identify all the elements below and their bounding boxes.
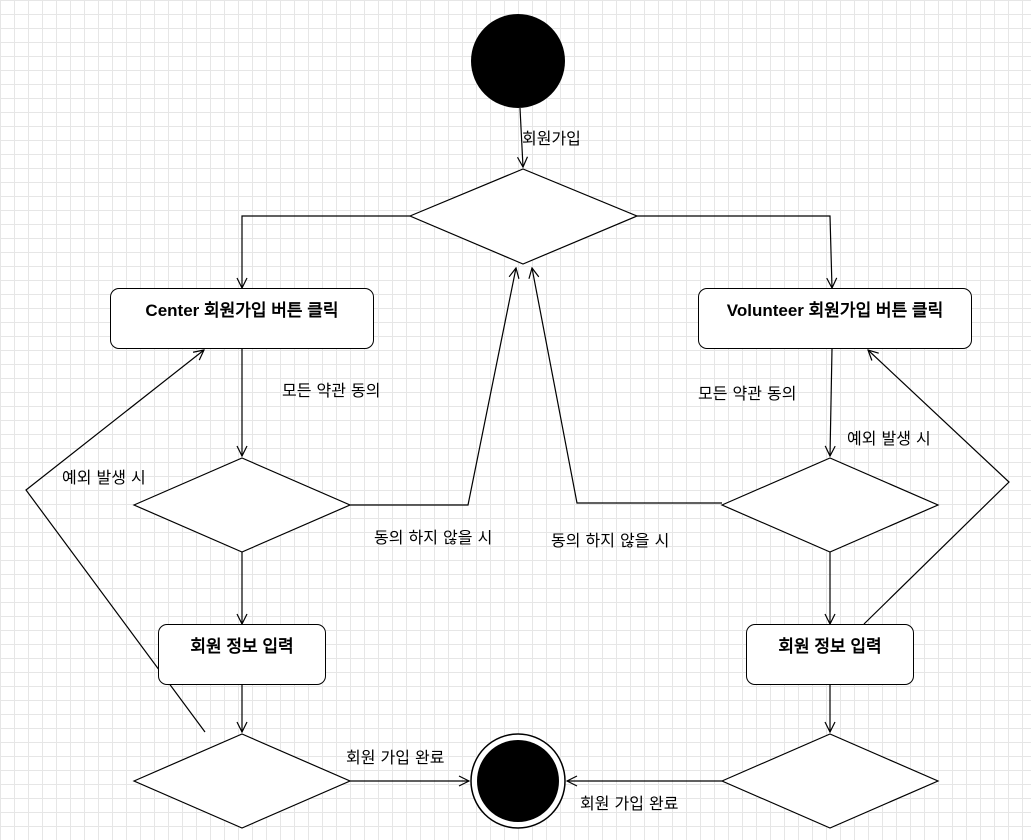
- label-center-exception: 예외 발생 시: [62, 468, 146, 487]
- label-center-disagree: 동의 하지 않을 시: [374, 528, 493, 547]
- decision-center-complete: [132, 733, 352, 829]
- action-volunteer-signup: Volunteer 회원가입 버튼 클릭: [698, 288, 972, 349]
- label-center-complete: 회원 가입 완료: [346, 748, 445, 767]
- decision-top: [408, 168, 639, 265]
- initial-node: [471, 14, 565, 108]
- label-volunteer-complete: 회원 가입 완료: [580, 794, 679, 813]
- label-volunteer-disagree: 동의 하지 않을 시: [551, 531, 670, 550]
- edge-signup: [520, 107, 523, 167]
- action-center-signup-label: Center 회원가입 버튼 클릭: [145, 301, 339, 320]
- action-center-info-label: 회원 정보 입력: [190, 637, 294, 656]
- decision-center-agree: [132, 457, 352, 553]
- action-volunteer-info: 회원 정보 입력: [746, 624, 914, 685]
- edge-to-volunteer: [637, 215, 832, 288]
- label-signup: 회원가입: [522, 129, 581, 148]
- edge-volunteer-disagree: [532, 268, 722, 504]
- edge-volunteer-agree: [830, 348, 832, 456]
- label-volunteer-agree: 모든 약관 동의: [698, 384, 797, 403]
- action-center-info: 회원 정보 입력: [158, 624, 326, 685]
- decision-volunteer-complete: [720, 733, 940, 829]
- action-volunteer-info-label: 회원 정보 입력: [778, 637, 882, 656]
- edge-to-center: [242, 215, 410, 288]
- final-node-inner: [477, 740, 559, 822]
- action-volunteer-signup-label: Volunteer 회원가입 버튼 클릭: [726, 301, 944, 320]
- edge-volunteer-exception: [863, 350, 1010, 625]
- edge-center-disagree: [350, 268, 516, 506]
- decision-volunteer-agree: [720, 457, 940, 553]
- label-volunteer-exception: 예외 발생 시: [847, 429, 931, 448]
- label-center-agree: 모든 약관 동의: [282, 381, 381, 400]
- action-center-signup: Center 회원가입 버튼 클릭: [110, 288, 374, 349]
- edge-center-exception: [25, 350, 206, 733]
